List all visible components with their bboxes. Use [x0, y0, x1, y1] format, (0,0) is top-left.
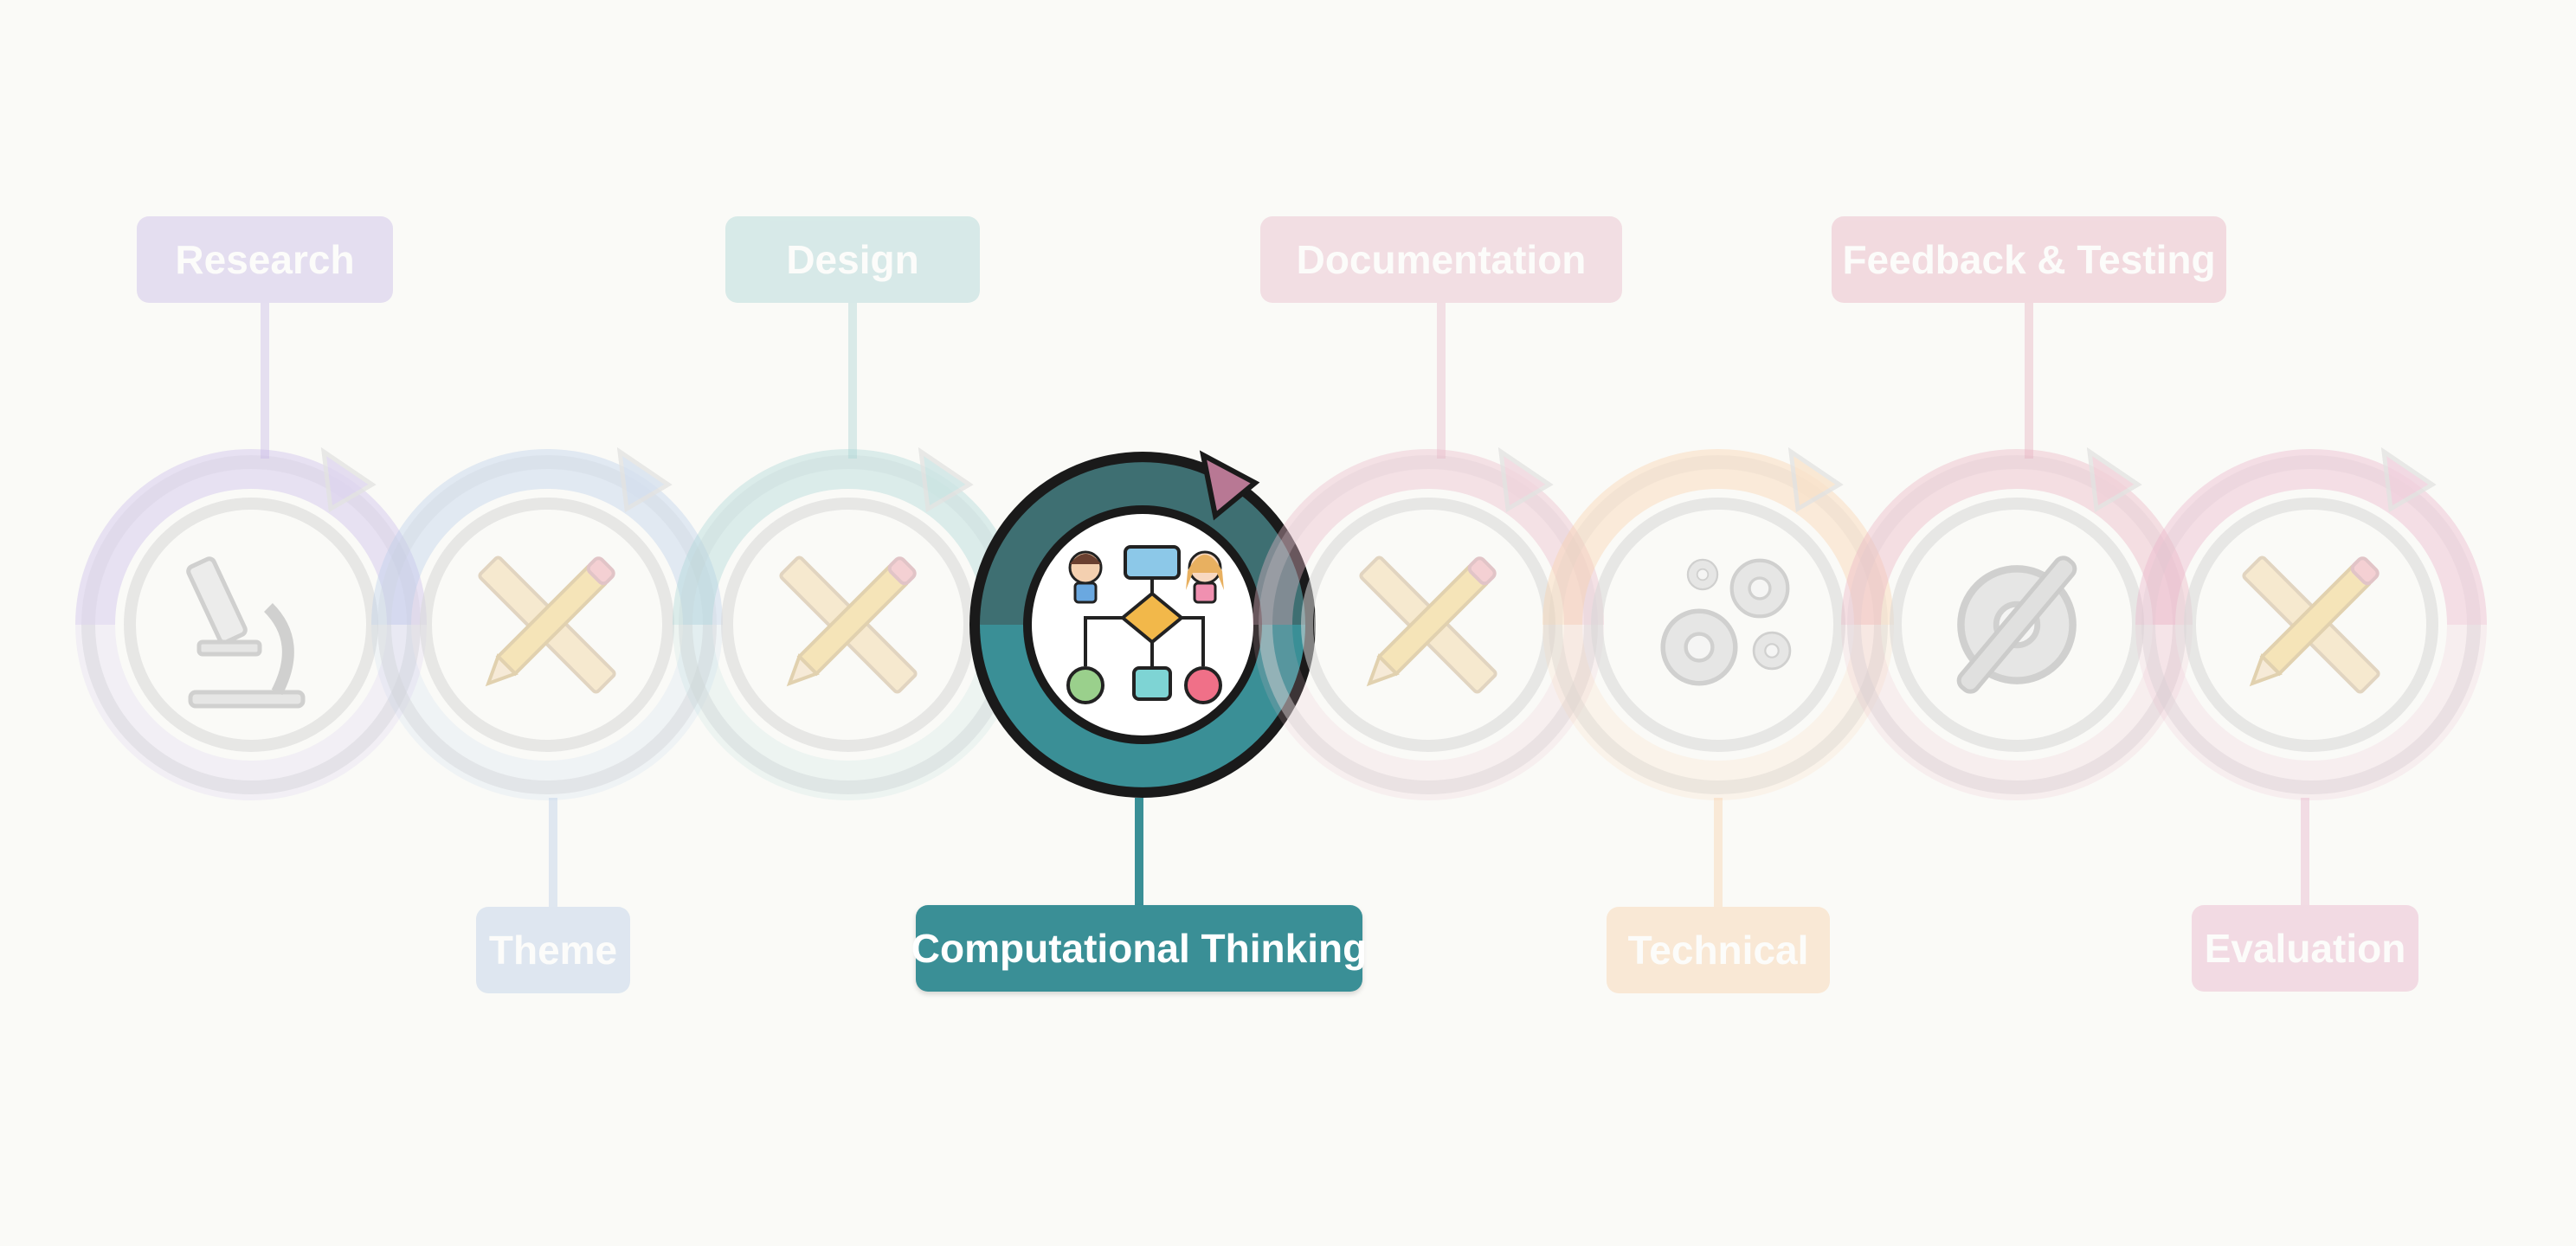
- stage-label-computational-thinking: Computational Thinking: [911, 905, 1367, 992]
- stage-label-evaluation: Evaluation: [2192, 905, 2418, 992]
- cycle-arrow-head: [2380, 446, 2437, 513]
- stage-label-technical: Technical: [1607, 907, 1830, 993]
- cycle-arrow-head: [1787, 446, 1844, 513]
- stage-label-documentation: Documentation: [1260, 216, 1622, 303]
- stage-label-research: Research: [137, 216, 393, 303]
- stage-cycle-3: [969, 450, 1316, 905]
- cycle-arrow-head: [2086, 446, 2142, 513]
- stage-label-design: Design: [725, 216, 980, 303]
- stage-cycle-1: [371, 446, 723, 907]
- stage-cycle-4: [1253, 303, 1604, 800]
- stage-cycle-0: [75, 303, 427, 800]
- cycle-arrow-head: [320, 446, 377, 513]
- microscope-icon: [186, 556, 306, 709]
- stage-cycle-6: [1841, 303, 2193, 800]
- cycle-arrow-head: [616, 446, 673, 513]
- flowchart-kids-icon: [1066, 545, 1224, 704]
- stage-cycle-2: [673, 303, 1024, 800]
- stage-cycle-5: [1542, 446, 1894, 907]
- gear-wrench-icon: [1956, 556, 2077, 694]
- stage-label-feedback-testing: Feedback & Testing: [1832, 216, 2226, 303]
- stage-cycle-7: [2135, 446, 2487, 905]
- cycle-arrow-head: [1199, 450, 1260, 521]
- cycle-arrow-head: [918, 446, 974, 513]
- cycle-arrow-head: [1497, 446, 1554, 513]
- stage-label-theme: Theme: [476, 907, 630, 993]
